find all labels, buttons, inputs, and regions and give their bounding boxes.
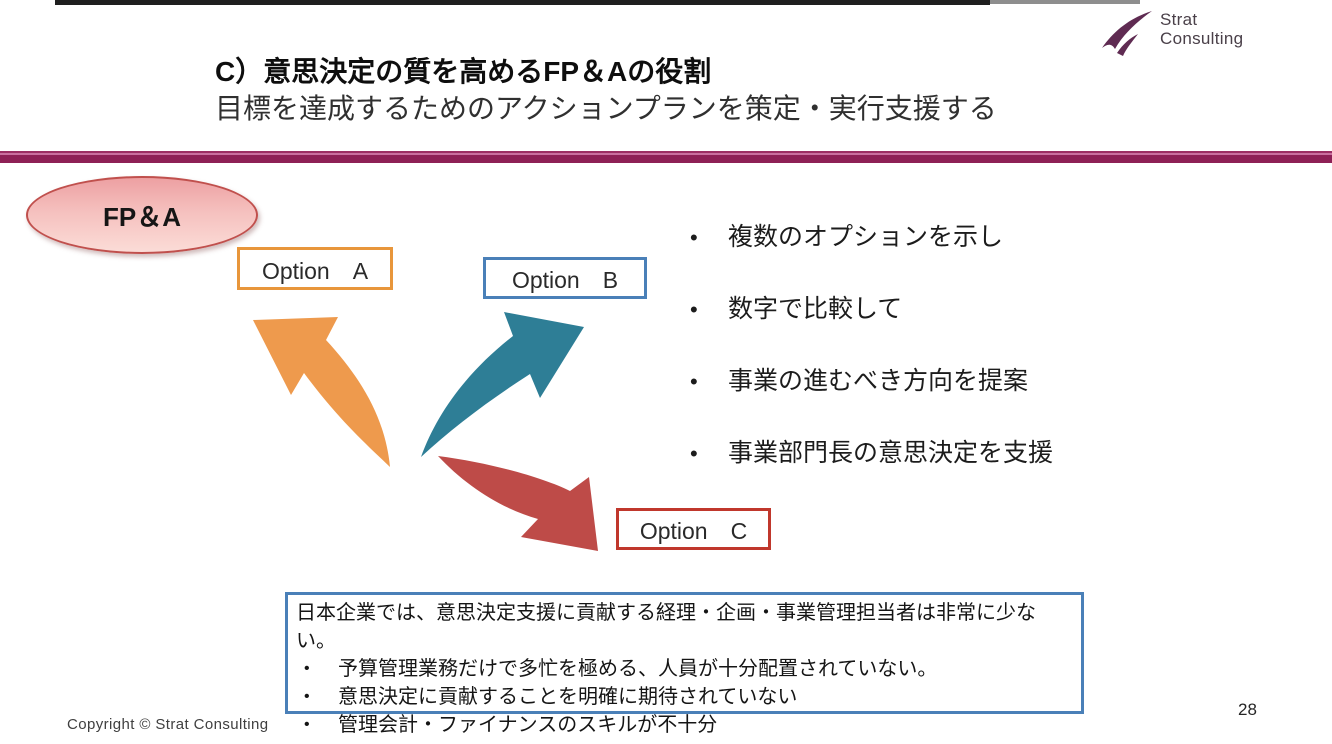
note-item: • 予算管理業務だけで多忙を極める、人員が十分配置されていない。 — [296, 655, 1073, 683]
benefit-list: • 複数のオプションを示し • 数字で比較して • 事業の進むべき方向を提案 •… — [690, 222, 1053, 510]
bullet-icon: • — [690, 441, 698, 466]
bullet-icon: • — [690, 225, 698, 250]
option-a-label: Option A — [261, 257, 369, 284]
note-item: • 意思決定に貢献することを明確に期待されていない — [296, 683, 1073, 711]
option-a-box: Option A — [237, 247, 393, 290]
fpa-label: FP＆A — [102, 201, 181, 232]
arrow-to-option-b — [421, 312, 584, 457]
option-c-label: Option C — [639, 518, 748, 544]
arrow-to-option-c — [438, 456, 598, 551]
benefit-text: 事業の進むべき方向を提案 — [728, 367, 1029, 395]
note-heading: 日本企業では、意思決定支援に貢献する経理・企画・事業管理担当者は非常に少ない。 — [296, 602, 1036, 652]
benefit-text: 数字で比較して — [728, 295, 903, 323]
bullet-icon: • — [690, 297, 698, 322]
top-capture-artifact-dark — [55, 0, 990, 5]
swoosh-logo-icon — [1102, 11, 1152, 56]
benefit-text: 事業部門長の意思決定を支援 — [728, 439, 1054, 467]
top-capture-artifact-gray — [990, 0, 1140, 4]
slide-title: C）意思決定の質を高めるFP＆Aの役割 — [215, 56, 712, 87]
logo-text: Strat Consulting — [1160, 10, 1243, 48]
note-box: 日本企業では、意思決定支援に貢献する経理・企画・事業管理担当者は非常に少ない。 … — [285, 592, 1084, 736]
company-logo: Strat Consulting — [1100, 10, 1243, 56]
copyright-text: Copyright © Strat Consulting — [67, 716, 269, 733]
note-text: 管理会計・ファイナンスのスキルが不十分 — [338, 714, 718, 736]
benefit-item: • 事業の進むべき方向を提案 — [690, 366, 1053, 397]
option-c-box: Option C — [616, 508, 771, 550]
fpa-ellipse: FP＆A — [26, 176, 258, 254]
bullet-icon: • — [304, 716, 310, 733]
divider-ribbon — [0, 151, 1332, 163]
logo-line1: Strat — [1160, 10, 1198, 29]
benefit-item: • 複数のオプションを示し — [690, 222, 1053, 253]
benefit-item: • 数字で比較して — [690, 294, 1053, 325]
slide-subtitle: 目標を達成するためのアクションプランを策定・実行支援する — [215, 93, 997, 124]
option-b-label: Option B — [511, 267, 619, 293]
page-number: 28 — [1238, 700, 1257, 719]
title-block: C）意思決定の質を高めるFP＆Aの役割 目標を達成するためのアクションプランを策… — [215, 54, 997, 127]
note-item: • 管理会計・ファイナンスのスキルが不十分 — [296, 711, 1073, 739]
logo-line2: Consulting — [1160, 29, 1244, 48]
option-b-box: Option B — [483, 257, 647, 299]
bullet-icon: • — [304, 660, 310, 677]
note-text: 予算管理業務だけで多忙を極める、人員が十分配置されていない。 — [338, 658, 938, 680]
arrow-to-option-a — [253, 317, 390, 467]
bullet-icon: • — [304, 688, 310, 705]
benefit-item: • 事業部門長の意思決定を支援 — [690, 438, 1053, 469]
benefit-text: 複数のオプションを示し — [728, 223, 1004, 251]
note-text: 意思決定に貢献することを明確に期待されていない — [338, 686, 798, 708]
bullet-icon: • — [690, 369, 698, 394]
